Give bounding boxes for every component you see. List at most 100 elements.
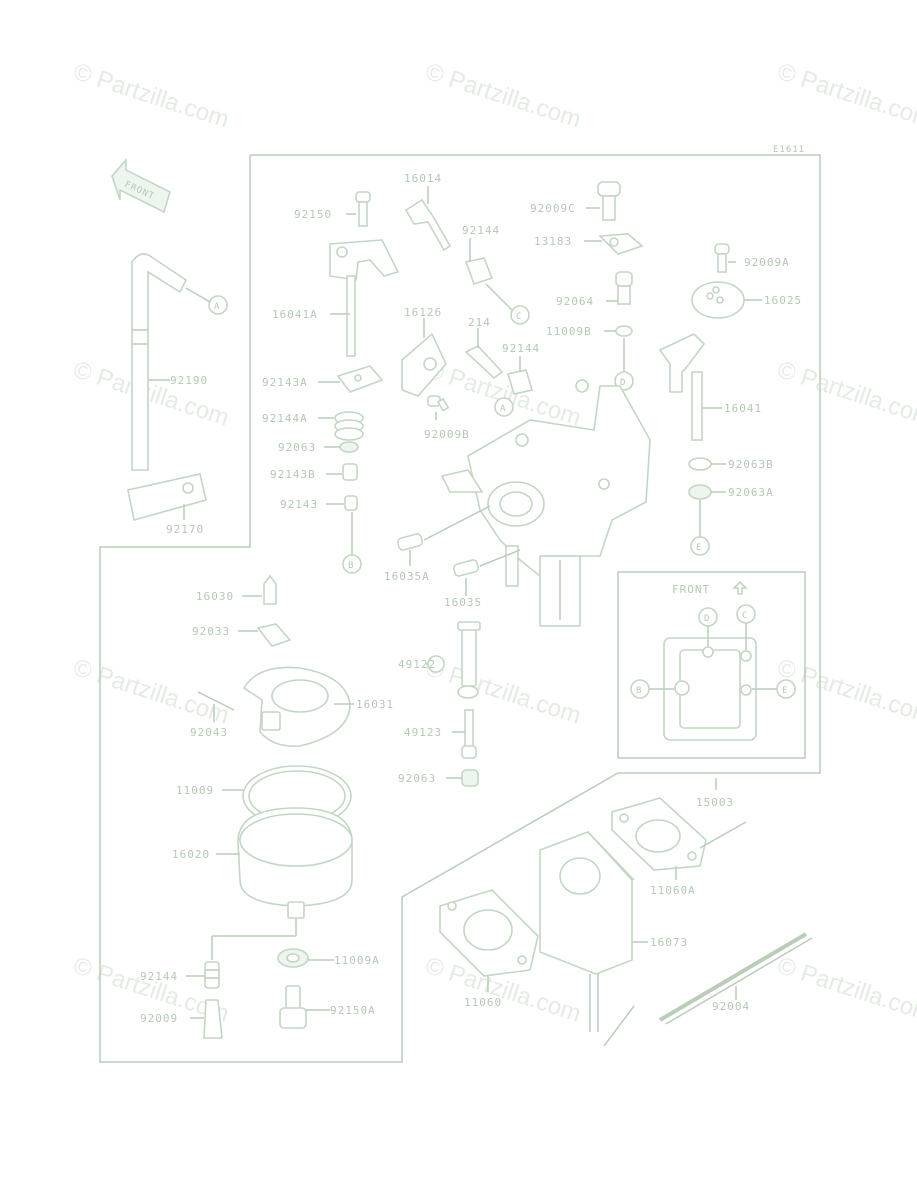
label-11009: 11009 (176, 784, 214, 797)
inset-front-view: FRONT D C B E (617, 571, 806, 759)
svg-text:E: E (696, 543, 702, 553)
watermark: © Partzilla.com (774, 58, 917, 134)
svg-text:B: B (636, 686, 642, 696)
part-11060-gasket (439, 889, 539, 977)
label-16031: 16031 (356, 698, 394, 711)
label-92144-c: 92144 (140, 970, 178, 983)
front-arrow-icon: FRONT (111, 157, 171, 214)
label-92143B: 92143B (270, 468, 316, 481)
watermark: © Partzilla.com (774, 654, 917, 730)
part-11009B-oring (615, 325, 633, 337)
callout-c (510, 305, 530, 325)
label-92170: 92170 (166, 523, 204, 536)
label-92144-b: 92144 (502, 342, 540, 355)
part-16126-plate (401, 332, 447, 397)
watermark: © Partzilla.com (774, 952, 917, 1028)
watermark: © Partzilla.com (70, 58, 232, 134)
label-92063B: 92063B (728, 458, 774, 471)
label-92143A: 92143A (262, 376, 308, 389)
part-92009C-screw (597, 181, 621, 221)
part-11060A-gasket (611, 797, 707, 871)
label-92150A: 92150A (330, 1004, 376, 1017)
part-92144A-spring (334, 411, 364, 441)
label-11060A: 11060A (650, 884, 696, 897)
fuel-hose-clamp (127, 473, 207, 522)
label-13183: 13183 (534, 235, 572, 248)
part-92063-seal-b (461, 769, 479, 787)
part-labels: 16014 92150 92144 92009C 13183 92009A 16… (140, 172, 802, 1025)
part-92063-seal (339, 441, 359, 453)
part-92063A-seal (688, 484, 712, 500)
callout-b (342, 554, 362, 574)
label-16073: 16073 (650, 936, 688, 949)
svg-text:D: D (704, 614, 710, 624)
svg-text:B: B (348, 561, 354, 571)
label-16041A: 16041A (272, 308, 318, 321)
part-92144-spring-c (204, 961, 220, 989)
label-16030: 16030 (196, 590, 234, 603)
part-13183-bracket (598, 233, 644, 255)
part-49122-tube (427, 621, 481, 699)
part-214-screw (464, 345, 504, 380)
label-92063-b: 92063 (398, 772, 436, 785)
label-16014: 16014 (404, 172, 442, 185)
svg-text:D: D (620, 378, 626, 388)
part-92009-screw (203, 999, 223, 1039)
label-16025: 16025 (764, 294, 802, 307)
diagram-code: E1611 (773, 145, 805, 155)
callout-a (208, 295, 228, 315)
label-92009C: 92009C (530, 202, 576, 215)
svg-text:E: E (782, 686, 788, 696)
label-16020: 16020 (172, 848, 210, 861)
label-16035: 16035 (444, 596, 482, 609)
callout-e (690, 536, 710, 556)
svg-text:A: A (214, 302, 220, 312)
label-92004: 92004 (712, 1000, 750, 1013)
leader-lines (148, 186, 762, 1019)
watermark: © Partzilla.com (774, 356, 917, 432)
part-16035A-jet (396, 533, 424, 551)
label-49122: 49122 (398, 658, 436, 671)
label-92009B: 92009B (424, 428, 470, 441)
fuel-hose (131, 253, 188, 471)
part-16014-screw (404, 198, 452, 252)
label-92144A: 92144A (262, 412, 308, 425)
label-16035A: 16035A (384, 570, 430, 583)
label-92009A: 92009A (744, 256, 790, 269)
watermark: © Partzilla.com (422, 58, 584, 134)
part-92150-screw (355, 191, 371, 227)
part-92063B-washer (688, 457, 712, 471)
watermark: © Partzilla.com (70, 356, 232, 432)
part-92004-stud (658, 932, 813, 1025)
label-11009A: 11009A (334, 954, 380, 967)
watermark: © Partzilla.com (422, 654, 584, 730)
watermark: © Partzilla.com (422, 356, 584, 432)
part-11009A-washer (277, 948, 309, 968)
label-16041: 16041 (724, 402, 762, 415)
part-16041A-lever (329, 239, 400, 357)
label-15003: 15003 (696, 796, 734, 809)
label-92043: 92043 (190, 726, 228, 739)
part-92033-clip (256, 623, 292, 647)
part-92143-collar (344, 495, 358, 511)
part-92144-spring (464, 257, 494, 286)
svg-text:FRONT: FRONT (672, 583, 710, 596)
label-92063A: 92063A (728, 486, 774, 499)
part-16035-jet (452, 559, 480, 577)
watermarks: © Partzilla.com © Partzilla.com © Partzi… (70, 58, 917, 1028)
label-92033: 92033 (192, 625, 230, 638)
label-92190: 92190 (170, 374, 208, 387)
svg-text:C: C (516, 312, 522, 322)
label-92150: 92150 (294, 208, 332, 221)
part-92143A-plate (336, 365, 384, 393)
part-49123-jet (461, 709, 477, 759)
label-11060: 11060 (464, 996, 502, 1009)
part-92043-pin (197, 691, 235, 711)
label-16126: 16126 (404, 306, 442, 319)
part-92064-valve (615, 271, 633, 305)
part-16020-bowl (237, 807, 353, 919)
label-92143: 92143 (280, 498, 318, 511)
part-92150A-bolt (279, 985, 307, 1029)
part-92009B-screw (427, 395, 450, 412)
